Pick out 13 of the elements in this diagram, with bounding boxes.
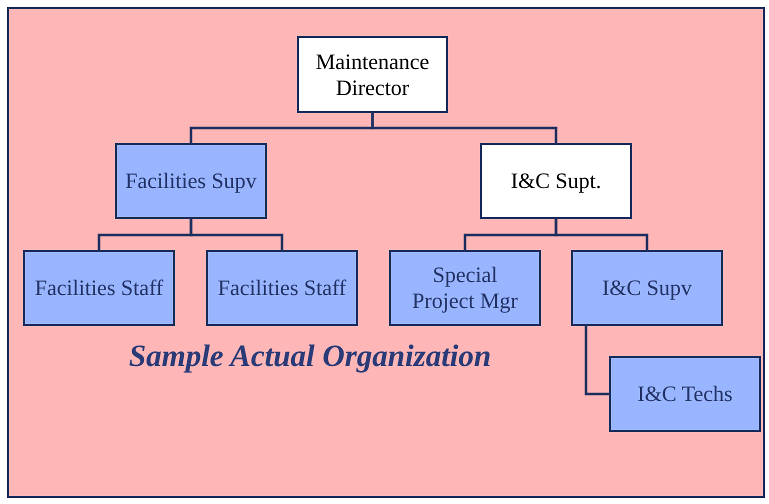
connector-line xyxy=(190,219,284,250)
chart-title: Sample Actual Organization xyxy=(128,338,492,374)
position-box: I&C Supt. xyxy=(480,143,632,219)
position-box: Facilities Staff xyxy=(23,250,175,326)
position-box: Facilities Supv xyxy=(115,143,267,219)
connector-line xyxy=(371,113,558,143)
connector-line xyxy=(584,326,609,396)
position-box: Special Project Mgr xyxy=(389,250,541,326)
position-box: I&C Supv xyxy=(571,250,723,326)
position-box: Maintenance Director xyxy=(297,36,448,113)
connector-line xyxy=(554,219,648,250)
position-box: Facilities Staff xyxy=(206,250,358,326)
position-box: I&C Techs xyxy=(609,356,761,432)
